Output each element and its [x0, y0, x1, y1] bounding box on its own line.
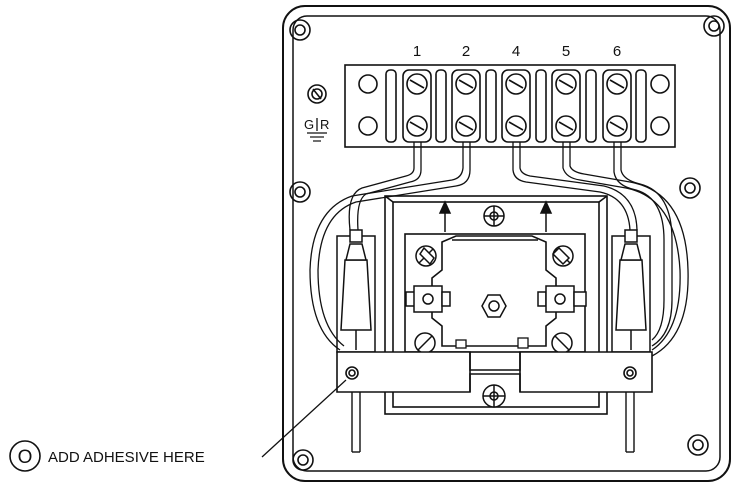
- terminal-number-6: 6: [613, 43, 621, 60]
- enclosure-outer: [282, 5, 731, 482]
- terminal-2-screws: [451, 69, 481, 143]
- callout-text: ADD ADHESIVE HERE: [48, 449, 205, 466]
- mech-screw-bottom-left: [414, 332, 436, 354]
- ground-screw: [307, 84, 327, 104]
- terminal-5-screws: [551, 69, 581, 143]
- ground-label: G R: [304, 117, 329, 142]
- adhesive-symbol-icon: [9, 440, 41, 472]
- ground-label-left: G: [304, 117, 314, 132]
- wires: [309, 142, 689, 357]
- reed-switch-left: [336, 229, 376, 353]
- wire-terminal-4: [512, 142, 631, 231]
- bottom-bracket: [336, 351, 653, 393]
- terminal-number-2: 2: [462, 43, 470, 60]
- side-clips: [405, 285, 587, 313]
- hex-nut-icon: [481, 294, 507, 318]
- mounting-hole-mid-right: [679, 177, 701, 199]
- terminal-4-screws: [501, 69, 531, 143]
- direction-arrows: [438, 200, 553, 232]
- terminal-numbers: 1 2 4 5 6: [413, 43, 621, 60]
- plate-screw-bottom: [482, 384, 506, 408]
- callout-leader-line: [261, 379, 347, 458]
- reed-switch-leads: [351, 392, 635, 453]
- side-clip-right: [537, 285, 587, 313]
- wire-terminal-5: [562, 142, 681, 351]
- mech-screw-bottom-right: [551, 332, 573, 354]
- mounting-hole-bottom-right: [687, 434, 709, 456]
- plate-screw-top: [483, 205, 505, 227]
- terminal-6-screws: [602, 69, 632, 143]
- callout-symbol-letter: O: [18, 447, 33, 468]
- wire-terminal-1: [348, 142, 415, 231]
- mounting-hole-top-right: [703, 15, 725, 37]
- wire-terminal-2: [309, 142, 464, 351]
- terminal-number-1: 1: [413, 43, 421, 60]
- mech-screw-top-left: [415, 245, 437, 267]
- callout: O ADD ADHESIVE HERE: [9, 440, 205, 472]
- mounting-hole-top-left: [289, 19, 311, 41]
- wire-terminal-6: [613, 142, 665, 341]
- arrow-up-icon-left: [438, 200, 452, 232]
- side-clip-left: [405, 285, 451, 313]
- mounting-hole-bottom-left: [292, 449, 314, 471]
- reed-switch-right: [611, 229, 651, 353]
- enclosure-inner: [292, 15, 721, 472]
- terminal-screws: [402, 69, 632, 143]
- ground-label-right: R: [320, 117, 329, 132]
- arrow-up-icon-right: [539, 200, 553, 232]
- mech-screw-top-right: [551, 245, 574, 267]
- terminal-1-screws: [402, 69, 432, 143]
- mechanism-screws: [414, 245, 574, 354]
- mounting-holes: [289, 15, 725, 471]
- terminal-number-4: 4: [512, 43, 520, 60]
- ground-symbol-icon: [307, 132, 327, 142]
- terminal-number-5: 5: [562, 43, 570, 60]
- mechanism-bottom-details: [455, 337, 529, 349]
- mounting-hole-mid-left: [289, 181, 311, 203]
